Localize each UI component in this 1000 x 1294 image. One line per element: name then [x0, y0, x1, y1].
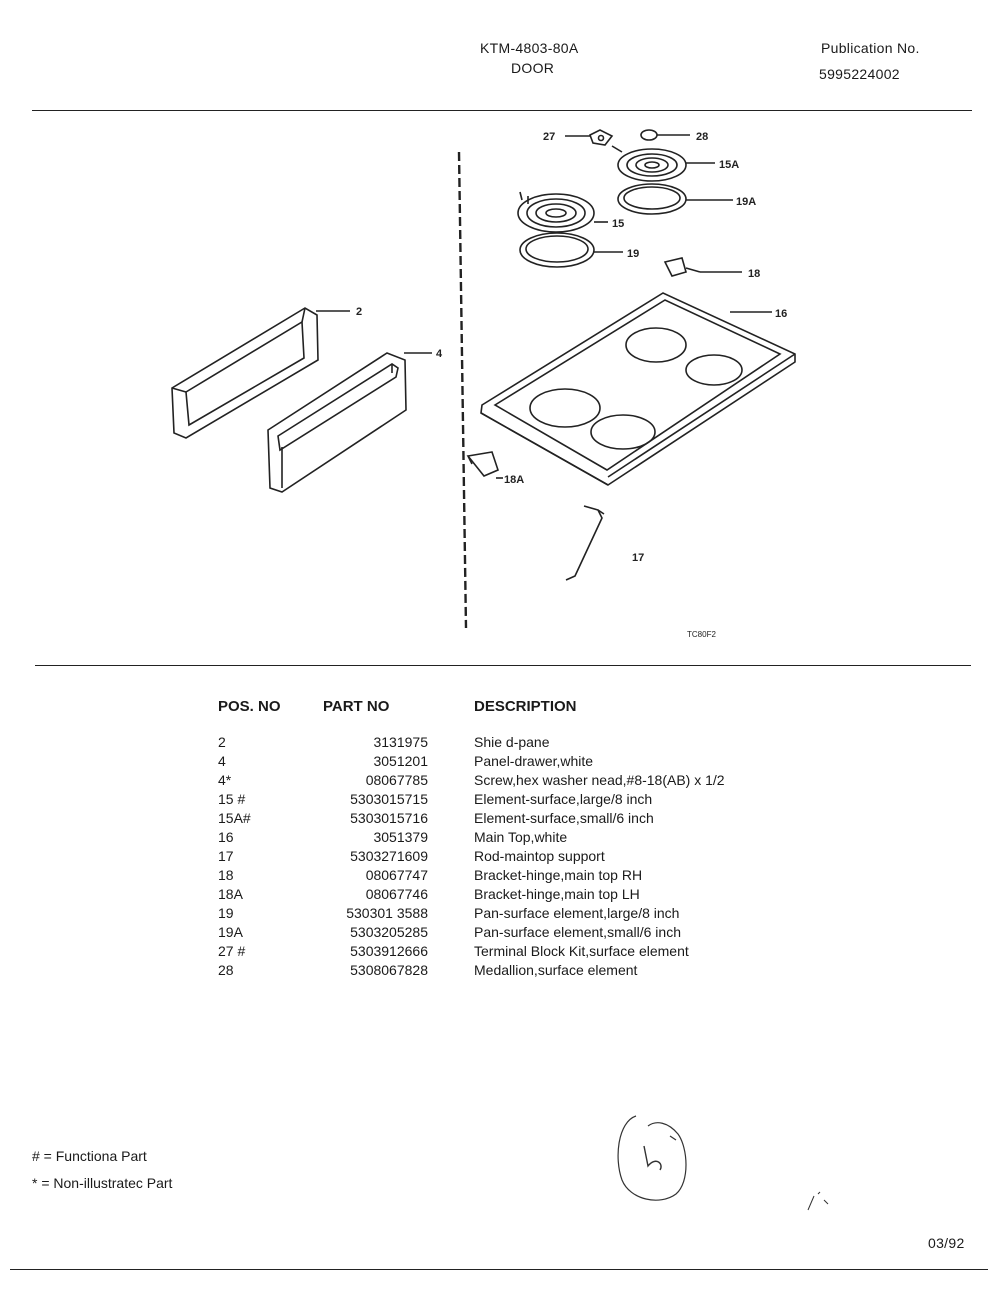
- pos-cell: 27 #: [218, 943, 246, 959]
- description-cell: Bracket-hinge,main top LH: [474, 886, 640, 902]
- part-cell: 5303912666: [350, 943, 428, 959]
- part-cell: 5308067828: [350, 962, 428, 978]
- description-cell: Pan-surface element,large/8 inch: [474, 905, 680, 921]
- pos-cell: 15 #: [218, 791, 246, 807]
- pos-cell: 2: [218, 734, 226, 750]
- table-row: 2 3131975 Shie d-pane: [218, 733, 794, 752]
- pos-header: POS. NO: [218, 698, 281, 715]
- pos-cell: 28: [218, 962, 234, 978]
- main-top-drawing: [480, 292, 796, 486]
- callout-16: 16: [775, 308, 787, 320]
- small-pan-drawing: [617, 183, 687, 215]
- table-row: 18A 08067746 Bracket-hinge,main top LH: [218, 885, 794, 904]
- publication-label: Publication No.: [821, 40, 920, 56]
- pos-cell: 4: [218, 753, 226, 769]
- part-cell: 08067785: [365, 772, 428, 788]
- pos-cell: 18: [218, 867, 234, 883]
- description-cell: Element-surface,small/6 inch: [474, 810, 654, 826]
- terminal-block-drawing: [588, 129, 614, 146]
- description-cell: Bracket-hinge,main top RH: [474, 867, 643, 883]
- description-cell: Rod-maintop support: [474, 848, 605, 864]
- part-cell: 3131975: [373, 734, 428, 750]
- callout-2: 2: [356, 306, 362, 318]
- part-cell: 3051201: [373, 753, 428, 769]
- separator-line: [457, 151, 468, 629]
- table-row: 18 08067747 Bracket-hinge,main top RH: [218, 866, 794, 885]
- description-cell: Main Top,white: [474, 829, 568, 845]
- large-element-drawing: [517, 191, 595, 233]
- middle-rule: [35, 665, 971, 666]
- description-cell: Shie d-pane: [474, 734, 550, 750]
- table-header-row: POS. NO PART NO DESCRIPTION: [218, 697, 794, 733]
- callout-15: 15: [612, 218, 624, 230]
- pos-cell: 19A: [218, 924, 243, 940]
- part-cell: 3051379: [373, 829, 428, 845]
- callout-4: 4: [436, 348, 443, 360]
- pos-cell: 4*: [218, 772, 232, 788]
- table-row: 28 5308067828 Medallion,surface element: [218, 961, 794, 980]
- small-element-drawing: [611, 145, 687, 182]
- table-row: 15 # 5303015715 Element-surface,large/8 in…: [218, 790, 794, 809]
- description-cell: Medallion,surface element: [474, 962, 638, 978]
- table-row: 17 5303271609 Rod-maintop support: [218, 847, 794, 866]
- bracket-rh-drawing: [663, 257, 701, 277]
- callout-27: 27: [543, 131, 555, 143]
- description-cell: Screw,hex washer nead,#8-18(AB) x 1/2: [474, 772, 725, 788]
- large-pan-drawing: [519, 232, 595, 268]
- description-cell: Element-surface,large/8 inch: [474, 791, 653, 807]
- part-cell: 5303015715: [350, 791, 428, 807]
- table-row: 16 3051379 Main Top,white: [218, 828, 794, 847]
- pos-cell: 15A#: [218, 810, 251, 826]
- description-cell: Pan-surface element,small/6 inch: [474, 924, 681, 940]
- support-rod-drawing: [565, 505, 605, 581]
- publication-number: 5995224002: [819, 66, 900, 82]
- part-cell: 530301 3588: [346, 905, 428, 921]
- part-cell: 08067746: [365, 886, 428, 902]
- table-row: 19A 5303205285 Pan-surface element,small/6…: [218, 923, 794, 942]
- table-row: 19 530301 3588 Pan-surface element,large/8…: [218, 904, 794, 923]
- drawer-panel-drawing: [267, 352, 407, 493]
- description-cell: Terminal Block Kit,surface element: [474, 943, 689, 959]
- revision-date: 03/92: [928, 1235, 965, 1251]
- pos-cell: 18A: [218, 886, 243, 902]
- part-cell: 5303015716: [350, 810, 428, 826]
- pos-cell: 17: [218, 848, 234, 864]
- legend-functional: # = Functiona Part: [32, 1148, 147, 1164]
- pos-cell: 19: [218, 905, 234, 921]
- callout-17: 17: [632, 552, 644, 564]
- handwritten-mark: [617, 1115, 829, 1211]
- description-header: DESCRIPTION: [474, 698, 577, 715]
- model-number: KTM-4803-80A: [480, 40, 579, 56]
- callout-19: 19: [627, 248, 639, 260]
- description-cell: Panel-drawer,white: [474, 753, 594, 769]
- parts-table: POS. NO PART NO DESCRIPTION 2 3131975 Shie…: [218, 697, 794, 980]
- part-cell: 5303205285: [350, 924, 428, 940]
- table-row: 15A# 5303015716 Element-surface,small/6 in…: [218, 809, 794, 828]
- exploded-parts-diagram: 27 28 15A 19A 15 19 18 16 2 4 18A 17 TC8…: [171, 129, 796, 639]
- table-row: 27 # 5303912666 Terminal Block Kit,surface…: [218, 942, 794, 961]
- part-header: PART NO: [323, 698, 390, 715]
- callout-18a: 18A: [504, 474, 524, 486]
- section-title: DOOR: [511, 60, 555, 76]
- bottom-rule: [10, 1269, 988, 1270]
- part-cell: 5303271609: [350, 848, 428, 864]
- callout-15a: 15A: [719, 159, 739, 171]
- table-row: 4* 08067785 Screw,hex washer nead,#8-18(AB…: [218, 771, 794, 790]
- top-rule: [32, 110, 972, 111]
- callout-28: 28: [696, 131, 708, 143]
- drawing-code: TC80F2: [687, 630, 716, 639]
- part-cell: 08067747: [365, 867, 428, 883]
- bracket-lh-drawing: [466, 451, 499, 477]
- table-row: 4 3051201 Panel-drawer,white: [218, 752, 794, 771]
- medallion-drawing: [640, 129, 658, 141]
- callout-18: 18: [748, 268, 760, 280]
- callout-19a: 19A: [736, 196, 756, 208]
- shield-pane-drawing: [171, 307, 319, 439]
- legend-non-illustrated: * = Non-illustratec Part: [32, 1175, 173, 1191]
- pos-cell: 16: [218, 829, 234, 845]
